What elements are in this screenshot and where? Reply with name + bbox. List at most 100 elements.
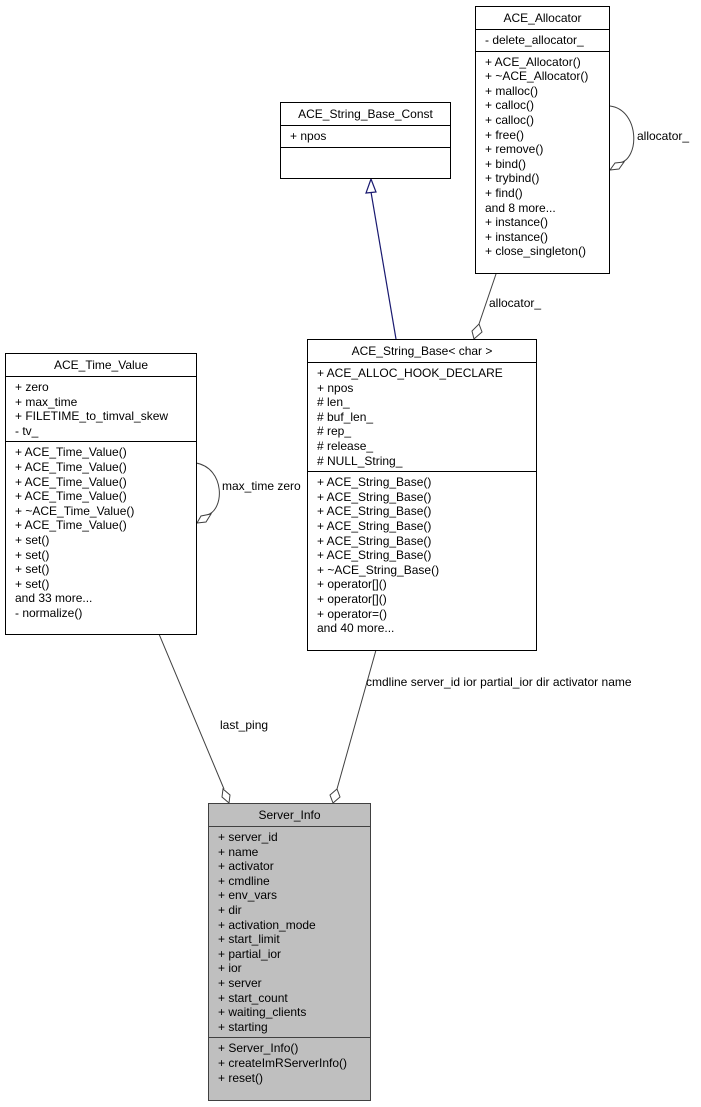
attribute-item: + FILETIME_to_timval_skew [15, 409, 169, 424]
method-item: and 40 more... [317, 621, 395, 636]
inheritance-edge [370, 191, 397, 340]
method-item: + operator[]() [317, 577, 387, 592]
method-item: + bind() [485, 156, 527, 171]
aggregation-diamond [471, 323, 483, 340]
inheritance-arrowhead [365, 177, 377, 194]
edge-label-line: zero [277, 479, 301, 493]
aggregation-diamond [608, 161, 626, 171]
method-item: + ~ACE_String_Base() [317, 562, 440, 577]
method-item: + set() [15, 547, 50, 562]
allocator-self-edge [609, 105, 635, 164]
attribute-item: + server_id [218, 830, 278, 844]
method-item: + ACE_String_Base() [317, 518, 432, 533]
attribute-item: + start_count [218, 990, 288, 1005]
attributes-section: + server_id+ name+ activator+ cmdline+ e… [209, 827, 370, 1037]
attribute-item: + max_time [15, 394, 78, 409]
class-title: ACE_String_Base< char > [308, 340, 536, 363]
method-item: + instance() [485, 215, 549, 230]
attribute-item: + npos [290, 129, 327, 143]
method-item: + ACE_String_Base() [317, 475, 432, 490]
string-members-label: cmdline server_id ior partial_ior dir ac… [366, 675, 632, 690]
method-item: + ACE_Allocator() [485, 54, 581, 69]
attribute-item: # release_ [317, 438, 374, 453]
method-item: + ACE_String_Base() [317, 489, 432, 504]
attribute-item: + zero [15, 380, 49, 394]
method-item: + ~ACE_Time_Value() [15, 503, 135, 518]
aggregation-diamond [329, 788, 341, 804]
class-ace-allocator[interactable]: ACE_Allocator - delete_allocator_ + ACE_… [475, 6, 610, 274]
allocator-self-label: allocator_ [637, 129, 690, 143]
attribute-item: - delete_allocator_ [485, 33, 584, 47]
attribute-item: + waiting_clients [218, 1005, 307, 1020]
string-members-edge [336, 649, 377, 790]
method-item: + calloc() [485, 112, 535, 127]
methods-section: + Server_Info()+ createImRServerInfo()+ … [209, 1037, 370, 1088]
attributes-section: - delete_allocator_ [476, 30, 609, 51]
aggregation-diamond [196, 513, 213, 524]
method-item: + free() [485, 127, 525, 142]
method-item: + calloc() [485, 98, 535, 113]
attribute-item: + ACE_ALLOC_HOOK_DECLARE [317, 366, 503, 380]
attribute-item: + partial_ior [218, 946, 282, 961]
method-item: + remove() [485, 142, 544, 157]
attribute-item: + dir [218, 902, 242, 917]
method-item: + Server_Info() [218, 1041, 299, 1056]
method-item: + ACE_Time_Value() [15, 518, 127, 533]
methods-section [281, 146, 450, 172]
method-item: + set() [15, 532, 50, 547]
class-title: ACE_Time_Value [6, 354, 196, 377]
attributes-section: + npos [281, 126, 450, 147]
edge-label-line: ior [463, 675, 477, 689]
edge-label-line: server_id [410, 675, 461, 689]
method-item: and 8 more... [485, 200, 556, 215]
time-value-self-edge [195, 462, 220, 516]
attribute-item: + ior [218, 961, 242, 976]
method-item: + ~ACE_Allocator() [485, 69, 589, 84]
method-item: + close_singleton() [485, 244, 587, 259]
attribute-item: - tv_ [15, 423, 39, 438]
class-title: ACE_String_Base_Const [281, 103, 450, 126]
attribute-item: + activation_mode [218, 917, 316, 932]
attributes-section: + zero+ max_time+ FILETIME_to_timval_ske… [6, 377, 196, 441]
method-item: and 33 more... [15, 591, 93, 606]
last-ping-label: last_ping [220, 718, 269, 732]
method-item: + set() [15, 576, 50, 591]
class-ace-string-base[interactable]: ACE_String_Base< char > + ACE_ALLOC_HOOK… [307, 339, 537, 651]
allocator-association-label: allocator_ [489, 296, 542, 310]
edge-label-line: partial_ior [480, 675, 533, 689]
method-item: + find() [485, 185, 523, 200]
attributes-section: + ACE_ALLOC_HOOK_DECLARE+ npos# len_# bu… [308, 363, 536, 471]
method-item: + operator=() [317, 606, 388, 621]
class-server-info[interactable]: Server_Info + server_id+ name+ activator… [208, 803, 371, 1101]
class-title: Server_Info [209, 804, 370, 827]
edge-label-line: dir [536, 675, 550, 689]
last-ping-edge [158, 633, 225, 790]
method-item: + ACE_Time_Value() [15, 474, 127, 489]
attribute-item: + name [218, 844, 259, 859]
method-item: + ACE_Time_Value() [15, 489, 127, 504]
allocator-association-edge [478, 273, 497, 325]
class-ace-time-value[interactable]: ACE_Time_Value + zero+ max_time+ FILETIM… [5, 353, 197, 635]
attribute-item: + server [218, 975, 262, 990]
method-item: + createImRServerInfo() [218, 1055, 348, 1070]
time-value-self-label: max_time zero [222, 479, 301, 494]
method-item: + operator[]() [317, 591, 387, 606]
attribute-item: + cmdline [218, 873, 270, 888]
methods-section: + ACE_String_Base()+ ACE_String_Base()+ … [308, 471, 536, 639]
edge-label-line: max_time [222, 479, 275, 493]
method-item: + malloc() [485, 83, 539, 98]
class-ace-string-base-const[interactable]: ACE_String_Base_Const + npos [280, 102, 451, 179]
attribute-item: + activator [218, 859, 274, 874]
methods-section: + ACE_Time_Value()+ ACE_Time_Value()+ AC… [6, 441, 196, 623]
aggregation-diamond [221, 788, 231, 804]
method-item: + ACE_String_Base() [317, 504, 432, 519]
method-item: + ACE_String_Base() [317, 533, 432, 548]
method-item: + ACE_String_Base() [317, 548, 432, 563]
method-item: - normalize() [15, 605, 83, 620]
attribute-item: # rep_ [317, 424, 352, 439]
attribute-item: # NULL_String_ [317, 453, 403, 468]
edge-label-line: cmdline [366, 675, 408, 689]
attribute-item: # len_ [317, 395, 350, 410]
attribute-item: + start_limit [218, 932, 280, 947]
